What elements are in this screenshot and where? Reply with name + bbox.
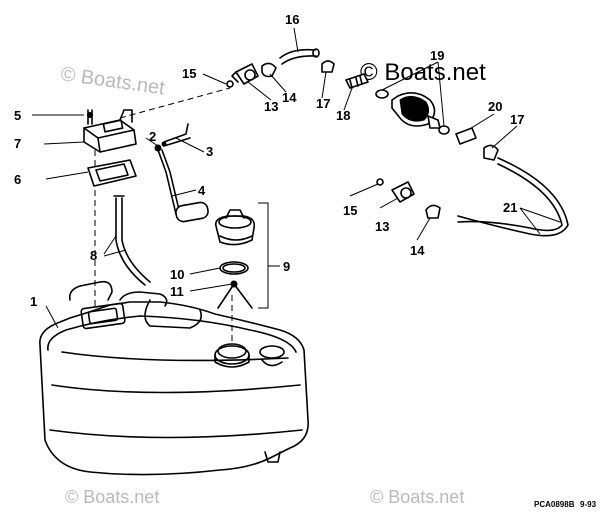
callout-10: 10 — [170, 267, 184, 282]
callout-13-right: 13 — [375, 219, 389, 234]
watermark-faint-top-left: © Boats.net — [59, 63, 166, 99]
callout-17-left: 17 — [316, 96, 330, 111]
callout-14-right: 14 — [410, 243, 425, 258]
clamp-14-right — [425, 204, 441, 219]
callout-5: 5 — [14, 108, 21, 123]
callout-20: 20 — [488, 99, 502, 114]
hose-16 — [279, 48, 320, 65]
drawing-code: PCA0898B — [534, 500, 575, 509]
callout-8: 8 — [90, 248, 97, 263]
callout-15-top: 15 — [182, 66, 196, 81]
assembly-line-connector — [119, 87, 231, 119]
callout-18: 18 — [336, 108, 350, 123]
callout-11: 11 — [170, 284, 184, 299]
cap-retainer — [217, 283, 253, 309]
callout-16: 16 — [285, 12, 299, 27]
o-ring-15-right — [376, 178, 384, 186]
callout-1: 1 — [30, 294, 37, 309]
connector-13-top — [231, 63, 259, 85]
callout-19: 19 — [430, 48, 444, 63]
clamp-17-right — [483, 144, 499, 161]
primer-bulb-19 — [375, 89, 450, 135]
callout-4: 4 — [198, 183, 206, 198]
bracket-9 — [258, 202, 269, 309]
callout-2: 2 — [149, 129, 156, 144]
clamp-14-top — [261, 62, 277, 78]
watermark-main: © Boats.net — [360, 59, 486, 86]
callout-13-top: 13 — [264, 99, 278, 114]
filler-cap-assembly — [214, 209, 256, 309]
callout-21: 21 — [503, 200, 517, 215]
callout-7: 7 — [14, 136, 21, 151]
fuel-pickup-tube — [113, 195, 151, 286]
callout-6: 6 — [14, 172, 21, 187]
fitting-20 — [455, 127, 477, 145]
callout-15-right: 15 — [343, 203, 357, 218]
tank-fitting-plate — [80, 302, 126, 330]
fuel-fitting-assembly — [83, 109, 137, 153]
fuel-gauge-float-arm — [154, 144, 209, 223]
watermark-faint-bottom-left: © Boats.net — [65, 487, 159, 507]
o-ring-15-top — [226, 80, 234, 88]
clamp-17-top — [321, 60, 335, 73]
callout-9: 9 — [283, 259, 290, 274]
fuel-gauge-lever — [161, 123, 191, 147]
hose-21 — [457, 157, 569, 237]
fitting-gasket — [87, 159, 137, 187]
fuel-tank — [39, 280, 309, 476]
watermark-faint-bottom-right: © Boats.net — [370, 487, 464, 507]
callout-14-top: 14 — [282, 90, 297, 105]
drawing-date: 9-93 — [580, 500, 597, 509]
callout-17-right: 17 — [510, 112, 524, 127]
fitting-18 — [345, 73, 369, 89]
callout-3: 3 — [206, 144, 213, 159]
